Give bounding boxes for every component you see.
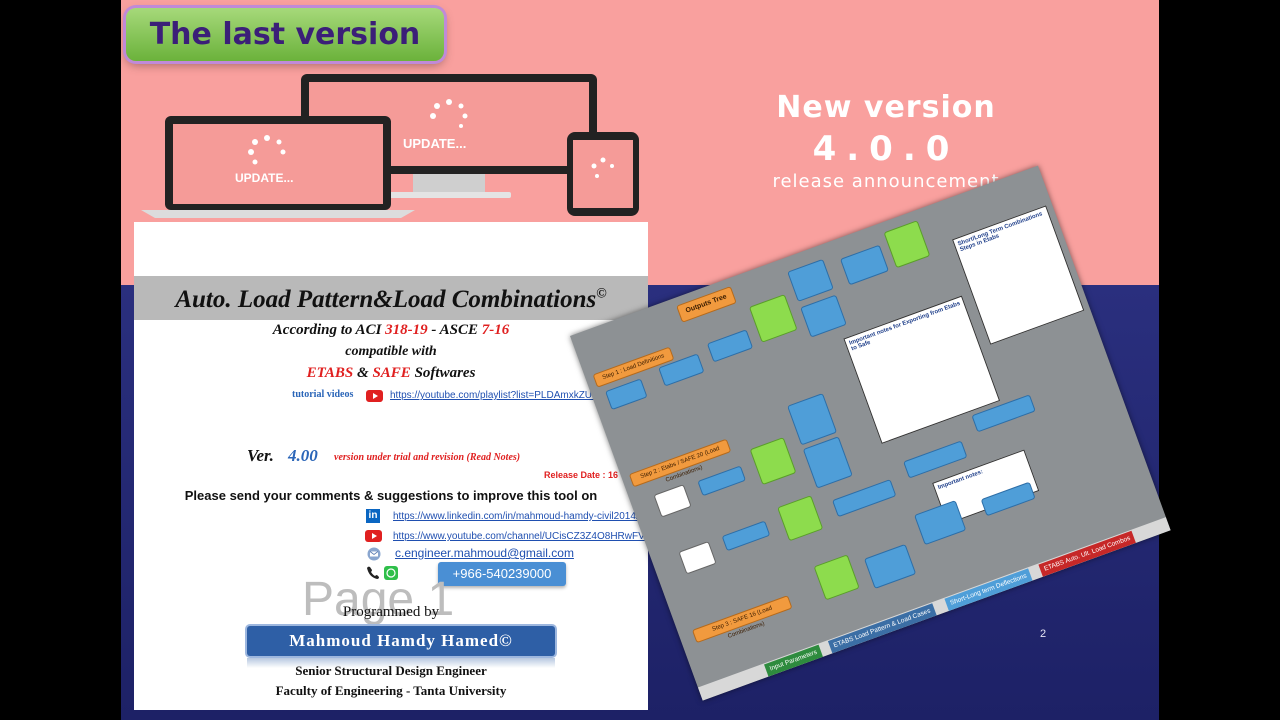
release-date: Release Date : 16 [544, 470, 619, 480]
tool-cover-document: Auto. Load Pattern&Load Combinations© Ac… [134, 222, 648, 710]
short-long-notes-title: Short/Long Term Combinations Steps in Et… [957, 211, 1044, 254]
sheet-node [863, 543, 917, 589]
author-role: Senior Structural Design Engineer [295, 663, 487, 678]
email-link[interactable]: c.engineer.mahmoud@gmail.com [395, 546, 574, 560]
sheet-node [697, 465, 747, 497]
monitor-update-text: UPDATE... [403, 136, 466, 151]
sheet-node [883, 220, 931, 269]
sheet-node [787, 392, 838, 446]
sheet-node [706, 329, 754, 363]
youtube-channel-icon [365, 530, 382, 542]
release-announcement-text: release announcement [772, 171, 1000, 192]
laptop-update-text: UPDATE... [235, 171, 293, 185]
sheet-node [787, 258, 834, 302]
youtube-icon [366, 390, 383, 402]
author-faculty: Faculty of Engineering - Tanta Universit… [275, 683, 507, 698]
sheet-node [605, 378, 648, 411]
sheet-node [678, 541, 717, 575]
sheet-node [839, 244, 889, 286]
comments-request: Please send your comments & suggestions … [184, 488, 598, 503]
devices-illustration: UPDATE... UPDATE... [141, 74, 639, 218]
new-version-text: New version [776, 90, 996, 125]
email-icon [367, 547, 381, 561]
phone-spinner-icon [591, 157, 614, 178]
sheet-node [748, 294, 798, 343]
sheet-node [777, 495, 824, 542]
software-line: ETABS & SAFE Softwares [306, 365, 476, 381]
doc-title: Auto. Load Pattern&Load Combinations© [175, 286, 607, 313]
slide-number: 2 [1040, 628, 1047, 640]
phone-whatsapp-icon [367, 566, 398, 580]
release-announcement: New version 4.0.0 release announcement [721, 90, 1051, 192]
author-reflection [247, 658, 555, 668]
title-band [134, 276, 648, 320]
author-name: Mahmoud Hamdy Hamed© [247, 626, 555, 656]
sheet-node [653, 484, 692, 518]
programmed-by: Programmed by [342, 604, 440, 620]
page-watermark: Page 1 [302, 573, 455, 626]
export-notes-title: Important notes for Exporting from Etabs… [848, 300, 962, 353]
sheet-node [813, 554, 860, 601]
laptop-spinner-icon [248, 135, 286, 165]
ver-label: Ver. [247, 446, 274, 465]
version-number: 4.0.0 [812, 129, 960, 169]
compatible-line: compatible with [345, 344, 437, 359]
youtube-channel-link[interactable]: https://www.youtube.com/channel/UCisCZ3Z… [393, 531, 648, 542]
standards-line: According to ACI 318-19 - ASCE 7-16 [272, 322, 510, 338]
last-version-label: The last version [149, 17, 421, 52]
tutorial-label: tutorial videos [292, 389, 354, 400]
tutorial-link[interactable]: https://youtube.com/playlist?list=PLDAmx… [390, 390, 611, 401]
phone-number-button[interactable]: +966-540239000 [438, 562, 566, 586]
linkedin-icon: in [366, 509, 380, 523]
ver-note: version under trial and revision (Read N… [334, 452, 521, 463]
sheet-node [831, 479, 897, 518]
last-version-banner: The last version [126, 8, 444, 61]
sheet-node [802, 436, 853, 489]
monitor-spinner-icon [430, 99, 468, 128]
sheet-node [721, 520, 771, 552]
ver-value: 4.00 [288, 446, 318, 465]
sheet-node [749, 437, 797, 486]
sheet-node [800, 294, 847, 338]
linkedin-link[interactable]: https://www.linkedin.com/in/mahmoud-hamd… [393, 511, 639, 522]
step3-label: Step 3 : SAFE 16 (Load Combinations) [691, 595, 793, 644]
